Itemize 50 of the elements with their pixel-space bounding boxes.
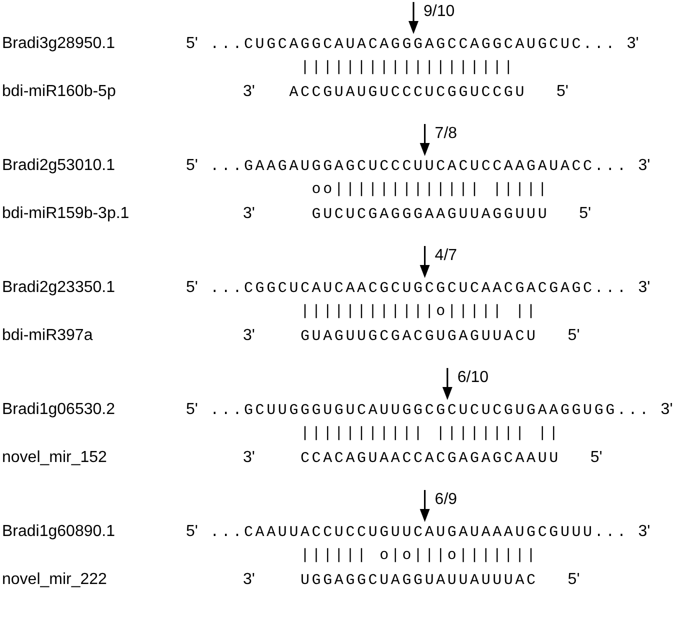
prime-end-label: 3' bbox=[660, 400, 673, 420]
mirna-name: bdi-miR159b-3p.1 bbox=[2, 204, 130, 224]
mirna-sequence: UGGAGGCUAGGUAUUAUUUAC bbox=[300, 571, 538, 591]
prime-end-label: 5' bbox=[590, 448, 602, 468]
mirna-name: bdi-miR397a bbox=[2, 326, 93, 346]
prime-end-label: 3' bbox=[243, 204, 255, 224]
gene-id-label: Bradi1g06530.2 bbox=[2, 400, 115, 420]
prime-end-label: 3' bbox=[243, 326, 255, 346]
base-pairing: ||||||||||| |||||||| || bbox=[300, 424, 560, 444]
prime-end-label: 5' bbox=[556, 82, 568, 102]
prime-end-label: 3' bbox=[638, 278, 650, 298]
target-sequence: ...GCUUGGGUGUCAUUGGCGCUCUCGUGAAGGUGG... bbox=[210, 401, 651, 421]
prime-end-label: 3' bbox=[626, 34, 639, 54]
prime-end-label: 3' bbox=[243, 448, 255, 468]
prime-end-label: 3' bbox=[243, 570, 255, 590]
target-sequence: ...CGGCUCAUCAACGCUGCGCUCAACGACGAGC... bbox=[210, 279, 628, 299]
prime-end-label: 5' bbox=[186, 278, 198, 298]
gene-id-label: Bradi2g53010.1 bbox=[2, 156, 115, 176]
base-pairing: ||||||||||||||||||| bbox=[300, 58, 516, 78]
mirna-name: novel_mir_152 bbox=[2, 448, 107, 468]
mirna-name: bdi-miR160b-5p bbox=[2, 82, 116, 102]
target-sequence: ...GAAGAUGGAGCUCCCUUCACUCCAAGAUACC... bbox=[210, 157, 628, 177]
base-pairing: ||||||||||||o||||| || bbox=[300, 302, 538, 322]
prime-end-label: 3' bbox=[243, 82, 255, 102]
target-sequence: ...CUGCAGGCAUACAGGGAGCCAGGCAUGCUC... bbox=[210, 35, 617, 55]
cleavage-fraction: 6/9 bbox=[434, 490, 458, 510]
prime-end-label: 5' bbox=[186, 156, 198, 176]
prime-end-label: 5' bbox=[568, 570, 580, 590]
prime-end-label: 3' bbox=[638, 522, 650, 542]
base-pairing: |||||| o|o|||o||||||| bbox=[300, 546, 538, 566]
mirna-sequence: GUCUCGAGGGAAGUUAGGUUU bbox=[312, 205, 550, 225]
base-pairing: oo||||||||||||| ||||| bbox=[312, 180, 550, 200]
cleavage-fraction: 7/8 bbox=[434, 124, 458, 144]
prime-end-label: 3' bbox=[638, 156, 650, 176]
gene-id-label: Bradi2g23350.1 bbox=[2, 278, 115, 298]
gene-id-label: Bradi3g28950.1 bbox=[2, 34, 115, 54]
gene-id-label: Bradi1g60890.1 bbox=[2, 522, 115, 542]
prime-end-label: 5' bbox=[186, 522, 198, 542]
prime-end-label: 5' bbox=[579, 204, 592, 224]
mirna-sequence: ACCGUAUGUCCCUCGGUCCGU bbox=[289, 83, 527, 103]
mirna-sequence: GUAGUUGCGACGUGAGUUACU bbox=[300, 327, 538, 347]
prime-end-label: 5' bbox=[186, 400, 198, 420]
cleavage-fraction: 4/7 bbox=[434, 246, 458, 266]
mirna-name: novel_mir_222 bbox=[2, 570, 107, 590]
prime-end-label: 5' bbox=[186, 34, 198, 54]
cleavage-fraction: 6/10 bbox=[457, 368, 489, 388]
prime-end-label: 5' bbox=[568, 326, 580, 346]
target-sequence: ...CAAUUACCUCCUGUUCAUGAUAAAUGCGUUU... bbox=[210, 523, 628, 543]
cleavage-fraction: 9/10 bbox=[424, 2, 455, 22]
mirna-sequence: CCACAGUAACCACGAGAGCAAUU bbox=[300, 449, 560, 469]
